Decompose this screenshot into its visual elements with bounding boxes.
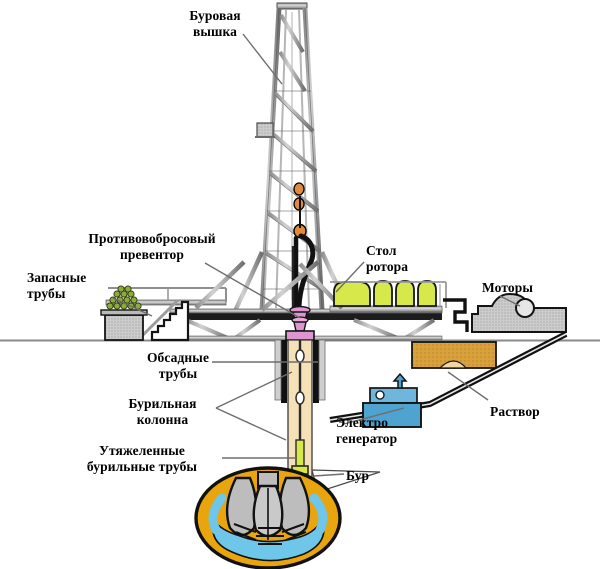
drill-bit-inset bbox=[194, 466, 381, 569]
derrick-structure bbox=[229, 2, 355, 319]
label-derrick: Буровая вышка bbox=[189, 8, 241, 39]
label-drill-string: Бурильная колонна bbox=[128, 396, 197, 427]
leader-lines bbox=[112, 33, 521, 477]
label-drill-collars: Утяжеленные бурильные трубы bbox=[86, 443, 198, 474]
label-preventer: Противовобросовый превентор bbox=[88, 231, 216, 262]
label-motors: Моторы bbox=[482, 280, 533, 295]
wellbore-assembly bbox=[274, 339, 326, 478]
mud-pit-tank bbox=[411, 341, 497, 369]
label-mud: Раствор bbox=[490, 404, 540, 419]
access-stairs bbox=[136, 298, 190, 342]
label-casing: Обсадные трубы bbox=[146, 350, 210, 381]
label-spare-pipes: Запасные трубы bbox=[27, 270, 87, 301]
motors-machine bbox=[443, 292, 567, 333]
label-rotary-table: Стол ротора bbox=[366, 243, 409, 274]
monkeyboard bbox=[255, 122, 275, 138]
deck-equipment-green bbox=[330, 280, 447, 308]
crown-and-travelling-block bbox=[291, 182, 316, 315]
label-drill-bit: Бур bbox=[346, 468, 370, 483]
blowout-preventer-stack bbox=[285, 305, 315, 341]
electric-generator bbox=[362, 372, 422, 428]
label-generator: Электро генератор bbox=[336, 415, 398, 446]
